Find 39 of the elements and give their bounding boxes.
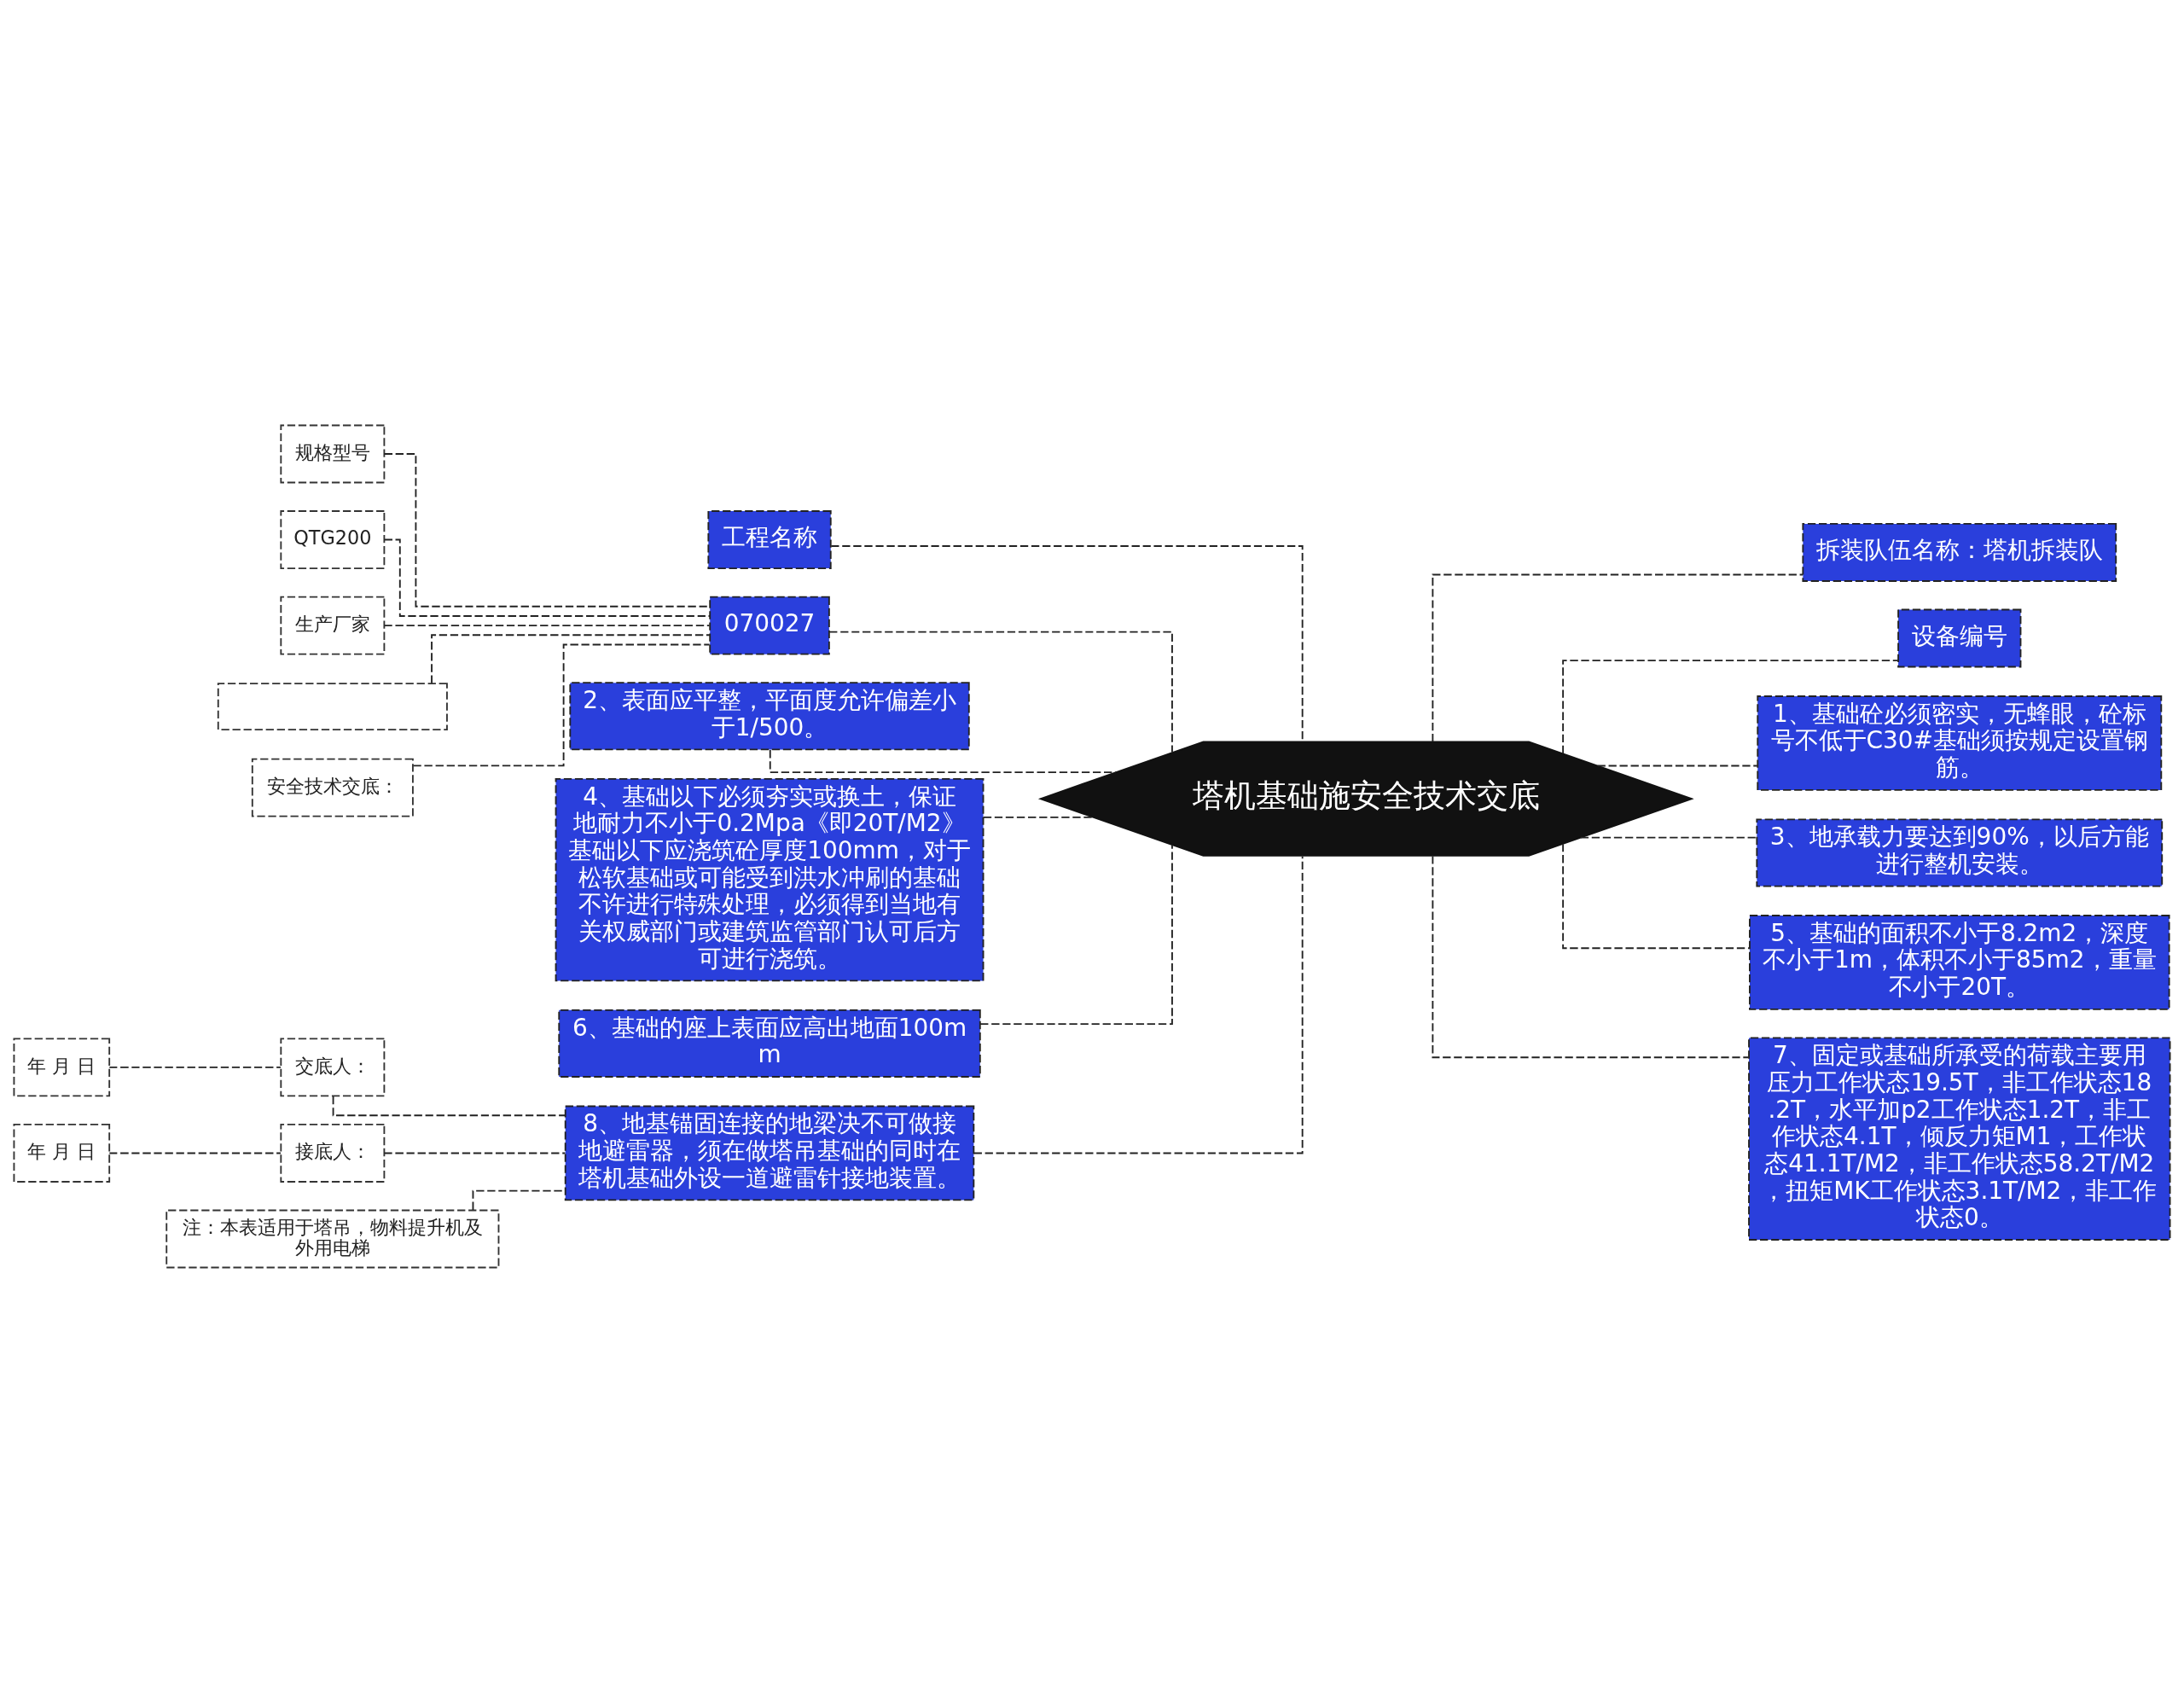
connector (383, 1152, 566, 1154)
node-box: 注：本表适用于塔吊，物料提升机及外用电梯 (166, 1209, 500, 1268)
node-box: 年 月 日 (13, 1123, 111, 1183)
node-box (217, 682, 448, 730)
connector (973, 855, 1304, 1154)
connector (1432, 854, 1750, 1058)
connector (1596, 765, 1758, 766)
node-box: 6、基础的座上表面应高出地面100mm (558, 1009, 981, 1078)
node-box: 4、基础以下必须夯实或换土，保证地耐力不小于0.2Mpa《即20T/M2》基础以下应浇筑砼厚度100mm，对于松软基础或可能受到洪水冲刷的基础不许进行特殊处理，必须得到当地有关权威部门或建筑监管部门认可后方可进行浇筑。 (555, 777, 985, 981)
connector (1562, 842, 1751, 949)
node-box: 3、地承载力要达到90%，以后方能进行整机安装。 (1756, 817, 2164, 887)
connector (431, 633, 712, 684)
node-box: 2、表面应平整，平面度允许偏差小于1/500。 (569, 681, 970, 750)
connector (828, 631, 1173, 753)
node-box: 070027 (709, 596, 830, 655)
node-box: 7、固定或基础所承受的荷载主要用压力工作状态19.5T，非工作状态18.2T，水平加p2工作状态1.2T，非工作状态4.1T，倾反力矩M1，工作状态41.1T/M2，非工作状态58.2T/M2，扭矩MK工作状态3.1T/M2，非工作状态0。 (1748, 1037, 2171, 1241)
connector (383, 624, 711, 626)
node-box: 规格型号 (280, 424, 386, 483)
node-box: QTG200 (280, 509, 386, 569)
connector (383, 538, 711, 617)
connector (1432, 573, 1804, 742)
node-box: 生产厂家 (280, 596, 386, 655)
connector (108, 1152, 282, 1154)
connector (979, 843, 1173, 1025)
node-box: 5、基础的面积不小于8.2m2，深度不小于1m，体积不小于85m2，重量不小于20T。 (1749, 914, 2170, 1010)
connector (1579, 836, 1758, 839)
node-box: 接底人： (280, 1123, 386, 1183)
node-box: 安全技术交底： (251, 758, 414, 817)
node-box: 1、基础砼必须密实，无蜂眼，砼标号不低于C30#基础须按规定设置钢筋。 (1757, 695, 2163, 791)
node-box: 拆装队伍名称：塔机拆装队 (1802, 522, 2117, 582)
connector (983, 816, 1095, 818)
node-box: 年 月 日 (13, 1037, 111, 1096)
connector (1562, 659, 1899, 754)
connector (108, 1066, 282, 1068)
connector (412, 643, 711, 766)
node-box: 8、地基锚固连接的地梁决不可做接地避雷器，须在做塔吊基础的同时在塔机基础外设一道避雷针接地装置。 (564, 1105, 975, 1201)
node-box: 交底人： (280, 1037, 386, 1096)
node-box: 设备编号 (1897, 608, 2022, 667)
node-box: 工程名称 (707, 509, 832, 569)
